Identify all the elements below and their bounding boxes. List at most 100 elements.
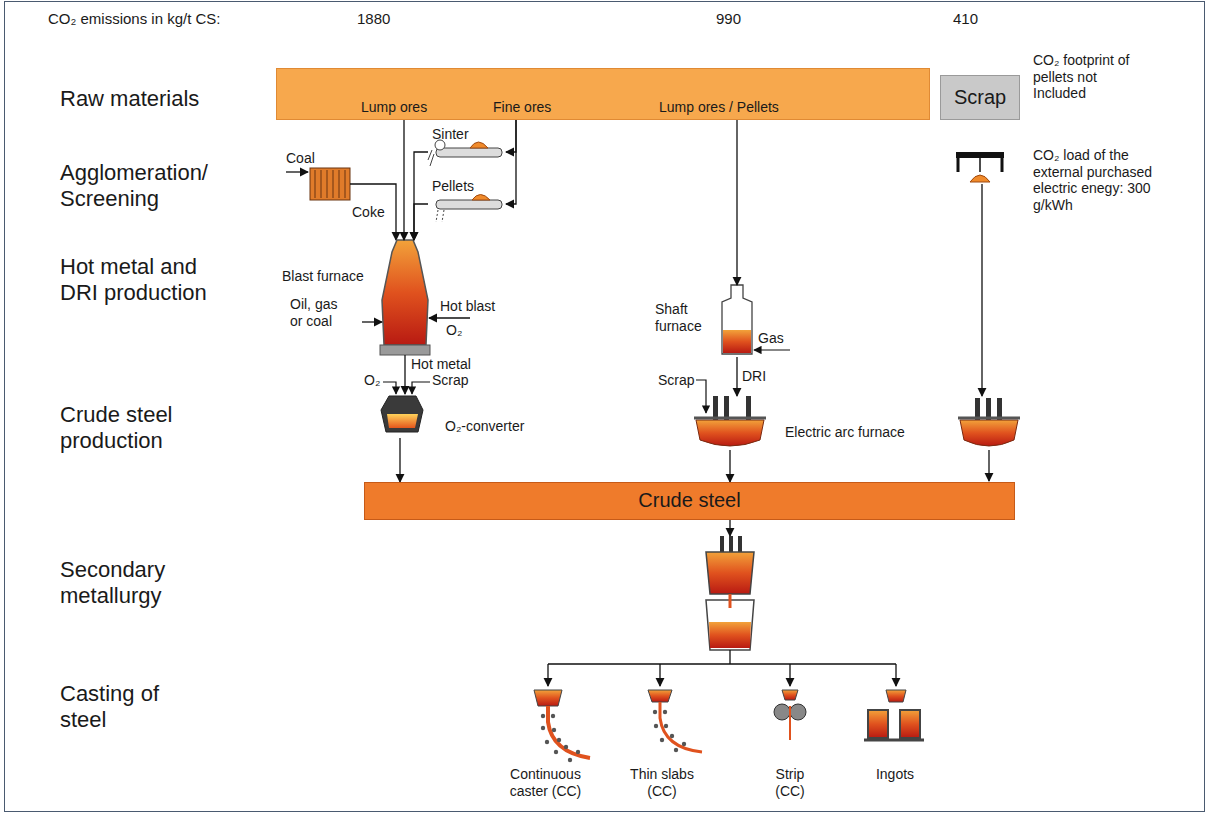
ingot-casting-text: Ingots (855, 766, 935, 783)
scrap-box: Scrap (940, 75, 1020, 120)
continuous-caster-figure-part-part (576, 750, 580, 754)
electric-arc-furnace-figure-part (724, 396, 729, 420)
blast-furnace-figure-part (429, 317, 470, 318)
sinter-plant-text: Sinter (432, 126, 469, 143)
ingot-casting-figure-part (868, 710, 888, 738)
ingot-casting-figure-part (864, 739, 924, 742)
blast-furnace-text: Blast furnace (282, 268, 378, 285)
ladle-furnace-part (706, 552, 754, 594)
blast-furnace-figure-part (362, 321, 382, 322)
flow-label: Coke (352, 204, 385, 221)
coke-oven-part-part (321, 170, 322, 198)
raw-materials-band-text: Lump ores (361, 99, 427, 116)
continuous-caster-figure-part (541, 714, 580, 762)
strip-caster-figure-part (790, 704, 806, 720)
ingot-casting: Ingots (850, 686, 940, 806)
ladle-furnace-part (895, 664, 896, 686)
pellet-plant: Pellets (428, 176, 506, 220)
scrap-crane-part (970, 175, 990, 182)
continuous-caster-figure-part-part (568, 758, 572, 762)
strip-caster-figure (774, 690, 806, 740)
shaft-furnace-figure (722, 285, 790, 354)
header-label: CO₂ emissions in kg/t CS: (48, 10, 288, 28)
electric-arc-furnace-text: Electric arc furnace (785, 424, 905, 441)
electric-arc-furnace-right-part (988, 450, 989, 481)
pellet-plant-text: Pellets (432, 178, 474, 195)
raw-materials-band-text: Lump ores / Pellets (659, 99, 779, 116)
coke-oven-part-part (315, 170, 316, 198)
thin-slab-caster-figure-part-part (663, 710, 667, 714)
scrap-crane-part (979, 158, 981, 172)
note: CO₂ footprint of pellets not Included (1033, 52, 1138, 102)
electric-arc-furnace-figure-part (696, 380, 706, 413)
strip-caster-figure-part (774, 704, 790, 720)
strip-caster-text: Strip (CC) (767, 766, 813, 799)
flow-arrow (414, 204, 428, 240)
input-label: Scrap (432, 372, 469, 389)
oxygen-converter-figure-part (387, 414, 418, 428)
ladle-furnace (548, 520, 896, 686)
emission-value: 410 (953, 10, 978, 28)
coke-oven (286, 168, 396, 240)
emission-value: 1880 (357, 10, 390, 28)
oxygen-converter-figure-part (383, 382, 396, 394)
shaft-furnace: Shaft furnace (650, 285, 760, 357)
continuous-caster-figure-part-part (552, 728, 556, 732)
electric-arc-furnace-figure-part (713, 396, 718, 420)
continuous-caster-figure (534, 690, 590, 762)
input-label: O₂ (446, 322, 462, 339)
electric-arc-furnace-right-part (958, 417, 1020, 420)
strip-caster-figure-part (789, 706, 791, 740)
electric-arc-furnace-figure-part (746, 396, 751, 420)
continuous-caster-text: Continuous caster (CC) (496, 766, 596, 799)
row-label: Secondary metallurgy (60, 557, 225, 609)
thin-slab-caster-figure-part-part (660, 738, 664, 742)
sinter-machine-part (436, 148, 502, 157)
sinter-machine-part (470, 142, 488, 148)
electric-arc-furnace-right-part (960, 420, 1018, 446)
continuous-caster-figure-part (534, 690, 562, 706)
continuous-caster-figure-part-part (545, 740, 549, 744)
input-label: O₂ (364, 372, 380, 389)
scrap-crane-part (981, 184, 982, 396)
thin-slab-caster-figure-part-part (653, 710, 657, 714)
coke-oven-part-part (327, 170, 328, 198)
thin-slab-caster-text: Thin slabs (CC) (626, 766, 698, 799)
note: CO₂ load of the external purchased elect… (1033, 147, 1157, 213)
sinter-machine-part (428, 150, 434, 166)
electric-arc-furnace-right (958, 398, 1020, 481)
coke-oven-part (286, 171, 308, 172)
ladle-furnace-part (709, 622, 751, 648)
continuous-caster-figure-part-part (557, 738, 561, 742)
crude-steel-band-text: Crude steel (632, 489, 746, 513)
coke-oven-part (315, 170, 345, 198)
coke-oven-part (310, 168, 350, 200)
electric-arc-furnace: Electric arc furnace (690, 396, 940, 450)
flow-arrow (736, 357, 737, 396)
coke-oven-part-part (333, 170, 334, 198)
scrap-crane (956, 152, 1004, 396)
pellet-machine-part (436, 210, 444, 222)
flow-arrow (506, 120, 516, 152)
continuous-caster-figure-part-part (541, 714, 545, 718)
flow-arrow (506, 120, 516, 204)
shaft-furnace-text: Shaft furnace (655, 301, 717, 334)
oxygen-converter-text: O₂-converter (445, 418, 524, 435)
coke-oven-part-part (345, 170, 346, 198)
strip-caster: Strip (CC) (750, 686, 830, 806)
input-label: Gas (758, 330, 784, 347)
oxygen-converter-figure-part (412, 382, 430, 394)
flow-arrow (414, 152, 428, 240)
row-label: Raw materials (60, 86, 260, 112)
strip-caster-figure-part (782, 690, 798, 700)
oxygen-converter: O₂-converter (380, 394, 540, 438)
frame (5, 2, 1205, 812)
ladle-furnace-part (729, 594, 732, 608)
shaft-furnace-figure-part (723, 330, 751, 353)
ingot-casting-figure-part (886, 690, 906, 702)
input-label: Coal (286, 150, 315, 167)
electric-arc-furnace-figure (694, 380, 766, 446)
thin-slab-caster-figure-part (660, 702, 702, 752)
